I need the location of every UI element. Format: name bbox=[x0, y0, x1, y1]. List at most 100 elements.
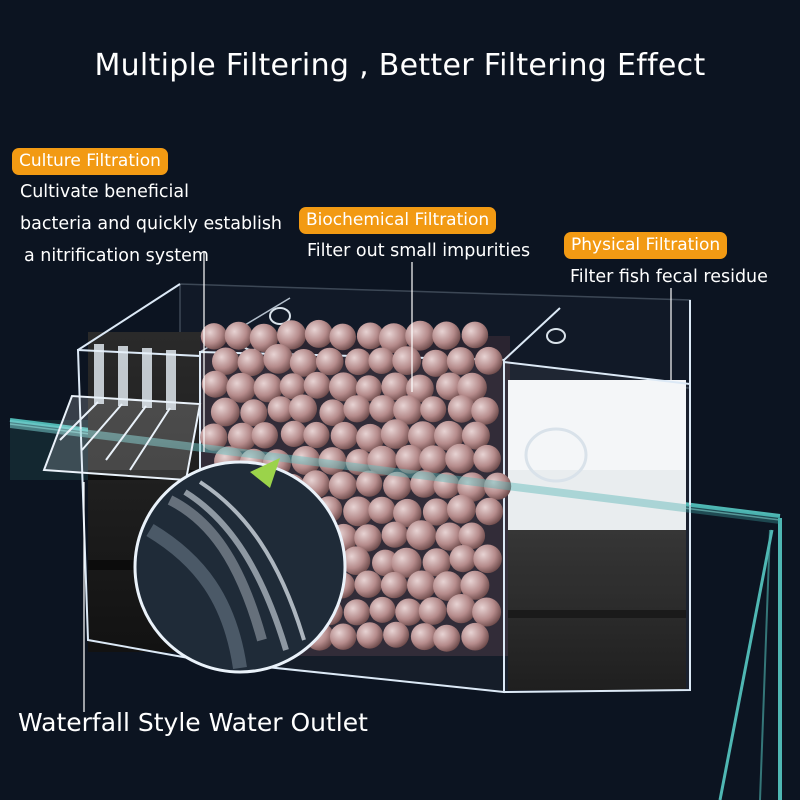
ceramic-ball bbox=[253, 373, 283, 403]
ceramic-ball bbox=[227, 422, 257, 452]
ceramic-ball bbox=[420, 396, 447, 423]
ceramic-ball bbox=[356, 622, 383, 649]
biochemical-desc: Filter out small impurities bbox=[307, 241, 531, 261]
ceramic-ball bbox=[368, 347, 395, 374]
culture-desc-line3: a nitrification system bbox=[24, 246, 209, 266]
outlet-caption: Waterfall Style Water Outlet bbox=[18, 708, 368, 737]
ceramic-ball bbox=[422, 548, 451, 577]
badge-biochemical-filtration: Biochemical Filtration bbox=[299, 207, 497, 234]
ceramic-ball bbox=[418, 597, 447, 625]
ceramic-ball bbox=[279, 373, 306, 400]
ceramic-ball bbox=[237, 348, 265, 377]
leader-lines bbox=[83, 252, 672, 712]
ceramic-ball bbox=[471, 397, 499, 425]
ceramic-ball bbox=[432, 321, 461, 350]
ceramic-ball bbox=[393, 498, 422, 528]
ceramic-ball bbox=[319, 399, 347, 427]
ceramic-ball bbox=[341, 546, 371, 575]
ceramic-ball bbox=[380, 571, 408, 599]
ceramic-ball bbox=[315, 347, 344, 376]
ceramic-ball bbox=[474, 346, 503, 375]
ceramic-ball bbox=[304, 319, 333, 348]
ceramic-ball bbox=[277, 320, 307, 350]
badge-culture-filtration: Culture Filtration bbox=[12, 148, 168, 175]
ceramic-ball bbox=[381, 521, 408, 548]
magnifier-detail bbox=[133, 458, 347, 674]
ceramic-ball bbox=[472, 597, 502, 627]
ceramic-ball bbox=[406, 374, 434, 403]
ceramic-ball bbox=[345, 348, 372, 376]
ceramic-ball bbox=[380, 419, 411, 449]
physical-desc: Filter fish fecal residue bbox=[570, 267, 768, 287]
ceramic-ball bbox=[461, 622, 489, 651]
ceramic-ball bbox=[303, 421, 330, 449]
ceramic-ball bbox=[446, 594, 476, 624]
ceramic-ball bbox=[435, 522, 464, 551]
ceramic-ball bbox=[460, 570, 490, 600]
ceramic-ball bbox=[475, 497, 503, 526]
ceramic-ball bbox=[240, 399, 268, 427]
ceramic-ball bbox=[354, 570, 382, 598]
ceramic-ball bbox=[408, 421, 438, 451]
headline: Multiple Filtering , Better Filtering Ef… bbox=[94, 48, 706, 83]
ceramic-ball bbox=[458, 522, 486, 550]
ceramic-ball bbox=[251, 422, 278, 449]
ceramic-ball bbox=[210, 397, 240, 427]
ceramic-ball bbox=[422, 349, 450, 377]
ceramic-ball bbox=[395, 444, 425, 474]
ceramic-ball bbox=[449, 545, 477, 573]
ceramic-ball bbox=[280, 420, 307, 447]
ceramic-ball bbox=[328, 471, 357, 500]
ceramic-ball bbox=[201, 370, 229, 398]
ceramic-ball bbox=[356, 423, 385, 453]
ceramic-ball bbox=[383, 621, 410, 648]
ceramic-ball bbox=[434, 420, 464, 451]
ceramic-ball bbox=[410, 623, 438, 651]
ceramic-ball bbox=[368, 496, 396, 524]
culture-desc-line2: bacteria and quickly establish bbox=[20, 214, 283, 234]
ceramic-ball bbox=[378, 323, 409, 354]
ceramic-ball bbox=[356, 322, 384, 350]
ceramic-ball bbox=[369, 395, 397, 423]
ceramic-ball bbox=[329, 323, 357, 351]
ceramic-ball bbox=[395, 598, 423, 626]
ceramic-ball bbox=[369, 596, 396, 623]
ceramic-ball bbox=[473, 544, 502, 574]
ceramic-ball bbox=[263, 344, 294, 374]
ceramic-ball bbox=[330, 623, 357, 650]
ceramic-ball bbox=[433, 624, 461, 652]
ceramic-ball bbox=[405, 320, 435, 351]
ceramic-ball bbox=[446, 347, 475, 375]
ceramic-ball bbox=[393, 395, 423, 425]
badge-physical-filtration: Physical Filtration bbox=[564, 232, 728, 259]
waterfall-outlet bbox=[42, 344, 202, 482]
ceramic-ball bbox=[383, 471, 412, 500]
ceramic-ball bbox=[436, 372, 464, 401]
ceramic-ball bbox=[461, 321, 489, 349]
ceramic-ball bbox=[343, 599, 370, 626]
ceramic-ball bbox=[419, 445, 448, 474]
ceramic-ball bbox=[372, 549, 399, 577]
ceramic-ball bbox=[445, 443, 475, 474]
ceramic-ball bbox=[303, 371, 331, 399]
ceramic-ball bbox=[267, 396, 294, 423]
ceramic-ball bbox=[200, 323, 228, 350]
ceramic-ball bbox=[343, 496, 373, 527]
ceramic-ball bbox=[407, 570, 437, 600]
ceramic-ball bbox=[288, 394, 317, 423]
ceramic-ball bbox=[422, 498, 451, 526]
ceramic-ball bbox=[433, 571, 463, 601]
ceramic-ball bbox=[461, 421, 490, 450]
white-filter-cotton bbox=[508, 380, 686, 480]
ceramic-ball bbox=[406, 520, 437, 551]
ceramic-ball bbox=[355, 375, 382, 402]
ceramic-ball bbox=[391, 547, 422, 578]
ceramic-ball bbox=[330, 421, 359, 450]
ceramic-ball bbox=[249, 323, 279, 353]
ceramic-ball bbox=[473, 444, 501, 473]
ceramic-ball bbox=[457, 372, 487, 403]
ceramic-ball bbox=[447, 395, 476, 423]
ceramic-ball bbox=[224, 321, 253, 350]
